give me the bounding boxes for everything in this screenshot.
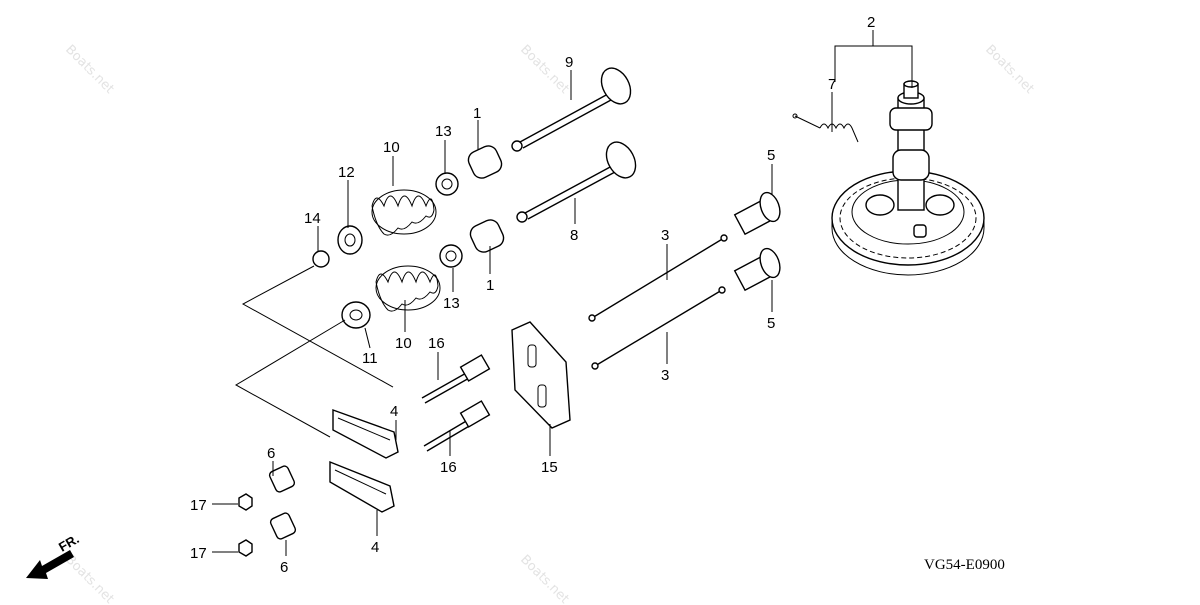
cam-shaft [865, 80, 955, 238]
callout-1: 1 [486, 277, 494, 294]
callout-16: 16 [428, 335, 445, 352]
front-arrow-icon [26, 550, 74, 579]
callout-5: 5 [767, 315, 775, 332]
valve-cap [312, 250, 330, 268]
leader-lines [212, 30, 913, 556]
valve-guide-lower [469, 219, 505, 253]
callout-labels: 2 7 9 8 1 1 13 13 10 10 12 14 11 5 5 3 3… [190, 14, 875, 576]
callout-15: 15 [541, 459, 558, 476]
spring-retainer [341, 301, 371, 329]
rocker-arm-upper [332, 409, 399, 459]
watermark: Boats.net [62, 552, 117, 605]
watermark: Boats.net [62, 42, 117, 97]
callout-1: 1 [473, 105, 481, 122]
valve-spring-upper [371, 189, 437, 236]
callout-7: 7 [828, 76, 836, 93]
decompressor-spring [792, 113, 859, 143]
callout-4: 4 [371, 539, 379, 556]
push-rod-upper [588, 234, 728, 322]
rocker-pivot-bolt-lower [423, 400, 491, 452]
watermark: Boats.net [982, 42, 1037, 97]
valve-retainer-lower [439, 244, 463, 268]
callout-17: 17 [190, 545, 207, 562]
callout-4: 4 [390, 403, 398, 420]
callout-13: 13 [435, 123, 452, 140]
valve-retainer-upper [435, 172, 459, 196]
callout-12: 12 [338, 164, 355, 181]
rocker-collar-lower [269, 512, 297, 540]
front-label: FR. [56, 531, 82, 554]
callout-3: 3 [661, 367, 669, 384]
callout-14: 14 [304, 210, 321, 227]
exhaust-valve [511, 67, 632, 152]
callout-6: 6 [280, 559, 288, 576]
reference-lines [234, 265, 394, 438]
watermark: Boats.net [517, 552, 572, 605]
watermark: Boats.net [517, 42, 572, 97]
callout-6: 6 [267, 445, 275, 462]
push-rod-lower [591, 286, 726, 370]
callout-17: 17 [190, 497, 207, 514]
valve-guide-upper [467, 145, 503, 179]
callout-5: 5 [767, 147, 775, 164]
callout-16: 16 [440, 459, 457, 476]
rocker-pivot-bolt-upper [421, 354, 491, 404]
valve-spring-lower [375, 265, 441, 312]
push-rod-guide-plate [511, 321, 571, 429]
rocker-collar-upper [268, 465, 296, 493]
callout-13: 13 [443, 295, 460, 312]
callout-2: 2 [867, 14, 875, 31]
callout-3: 3 [661, 227, 669, 244]
camshaft-assembly [792, 80, 985, 276]
callout-10: 10 [395, 335, 412, 352]
callout-11: 11 [362, 350, 378, 367]
rocker-nut-upper [238, 493, 253, 511]
rocker-arm-lower [329, 460, 395, 513]
tappet-upper [733, 191, 781, 236]
rocker-nut-lower [238, 539, 253, 557]
drawing-code: VG54-E0900 [924, 557, 1005, 573]
spring-seat [337, 225, 363, 255]
callout-10: 10 [383, 139, 400, 156]
tappet-lower [733, 247, 781, 292]
intake-valve [516, 141, 637, 223]
callout-9: 9 [565, 54, 573, 71]
callout-8: 8 [570, 227, 578, 244]
